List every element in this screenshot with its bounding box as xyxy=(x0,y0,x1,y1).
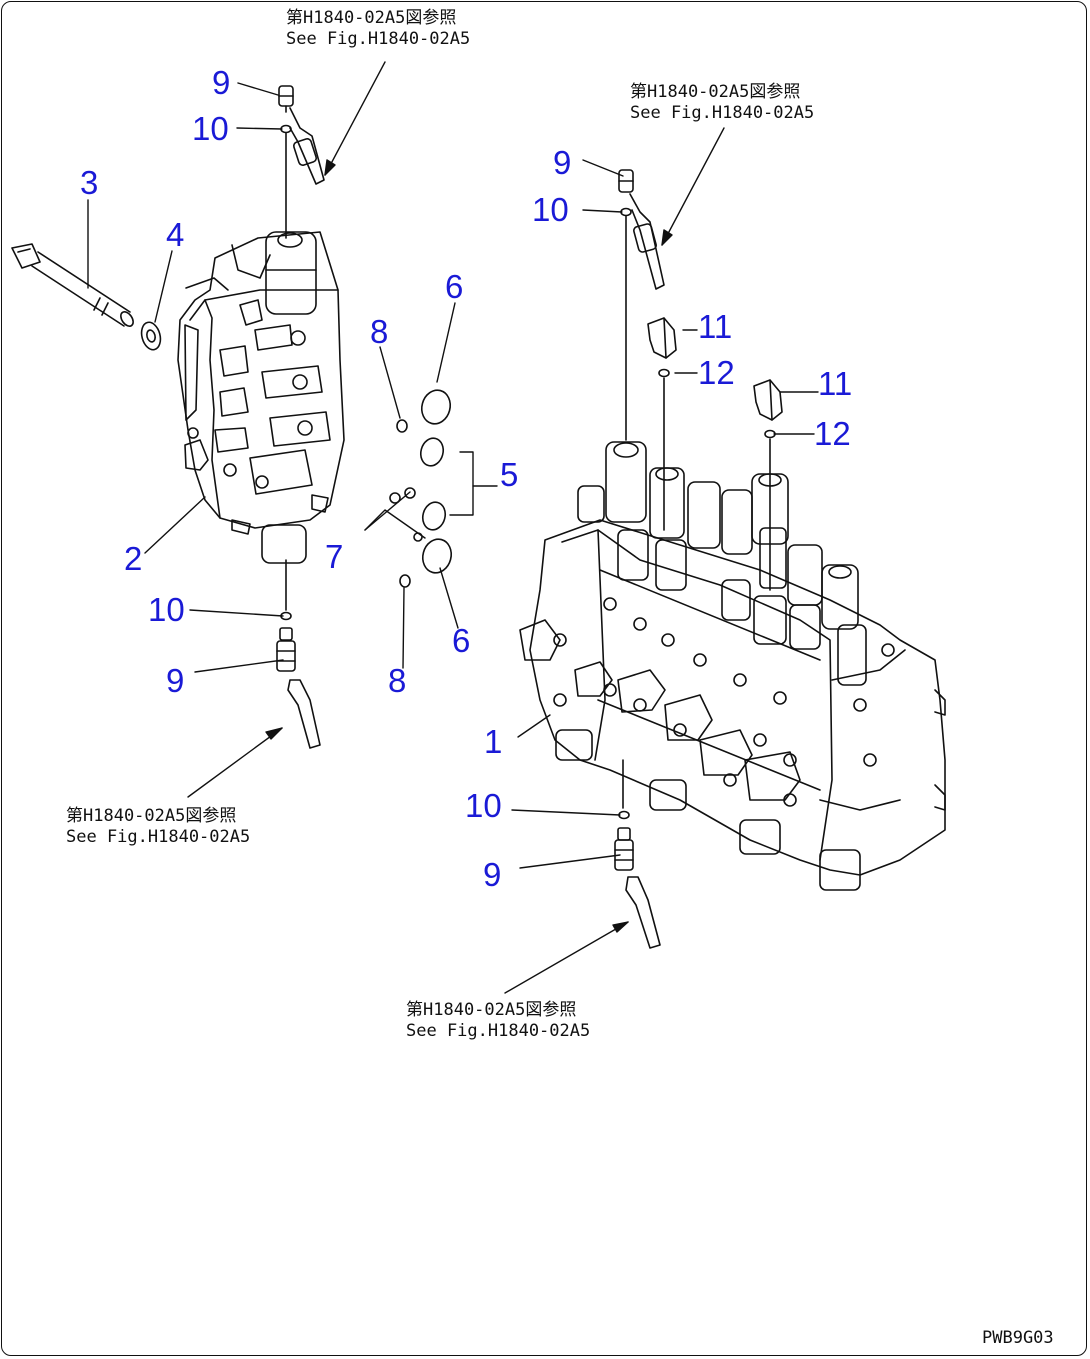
reference-note-bottom-right: 第H1840-02A5図参照 See Fig.H1840-02A5 xyxy=(406,1000,590,1042)
reference-text-jp: 第H1840-02A5図参照 xyxy=(286,8,457,28)
callout-6: 6 xyxy=(452,622,471,659)
reference-text-jp: 第H1840-02A5図参照 xyxy=(630,82,801,102)
callout-6: 6 xyxy=(445,268,464,305)
callout-4: 4 xyxy=(166,216,185,253)
drawing-code: PWB9G03 xyxy=(982,1328,1054,1348)
callout-9: 9 xyxy=(212,64,231,101)
callout-8: 8 xyxy=(370,313,389,350)
reference-note-top-left: 第H1840-02A5図参照 See Fig.H1840-02A5 xyxy=(286,8,470,50)
reference-text-jp: 第H1840-02A5図参照 xyxy=(406,1000,577,1020)
control-valve-1 xyxy=(519,441,946,891)
fitting-9-top-left xyxy=(278,85,325,239)
callout-9: 9 xyxy=(483,856,502,893)
fitting-9-bottom-right xyxy=(614,759,661,949)
callout-1: 1 xyxy=(484,723,503,760)
reference-text-jp: 第H1840-02A5図参照 xyxy=(66,806,237,826)
callout-10: 10 xyxy=(465,787,502,824)
callout-3: 3 xyxy=(80,164,99,201)
callout-10: 10 xyxy=(148,591,185,628)
reference-text-en: See Fig.H1840-02A5 xyxy=(406,1021,591,1041)
reference-text-en: See Fig.H1840-02A5 xyxy=(286,29,471,49)
washer-4 xyxy=(140,321,162,351)
leader-lines xyxy=(87,82,819,869)
reference-note-top-right: 第H1840-02A5図参照 See Fig.H1840-02A5 xyxy=(630,82,814,124)
valve-section-2 xyxy=(177,231,345,564)
through-bolt-3 xyxy=(11,243,134,327)
callout-9: 9 xyxy=(553,144,572,181)
reference-note-bottom-left: 第H1840-02A5図参照 See Fig.H1840-02A5 xyxy=(66,806,250,848)
fitting-9-bottom-left xyxy=(276,559,321,749)
callout-8: 8 xyxy=(388,662,407,699)
connector-11-right xyxy=(753,379,783,591)
callout-11: 11 xyxy=(818,365,853,402)
reference-arrows xyxy=(187,61,725,994)
connector-11-left xyxy=(647,317,677,531)
callout-10: 10 xyxy=(192,110,229,147)
callout-12: 12 xyxy=(814,415,851,452)
seal-kit-5 xyxy=(389,389,453,588)
fitting-9-top-right xyxy=(618,169,665,441)
callout-5: 5 xyxy=(500,456,519,493)
reference-text-en: See Fig.H1840-02A5 xyxy=(630,103,815,123)
callout-9: 9 xyxy=(166,662,185,699)
callout-7: 7 xyxy=(325,538,344,575)
callout-2: 2 xyxy=(124,540,143,577)
reference-text-en: See Fig.H1840-02A5 xyxy=(66,827,251,847)
callout-10: 10 xyxy=(532,191,569,228)
callout-12: 12 xyxy=(698,354,735,391)
callout-11: 11 xyxy=(698,308,733,345)
